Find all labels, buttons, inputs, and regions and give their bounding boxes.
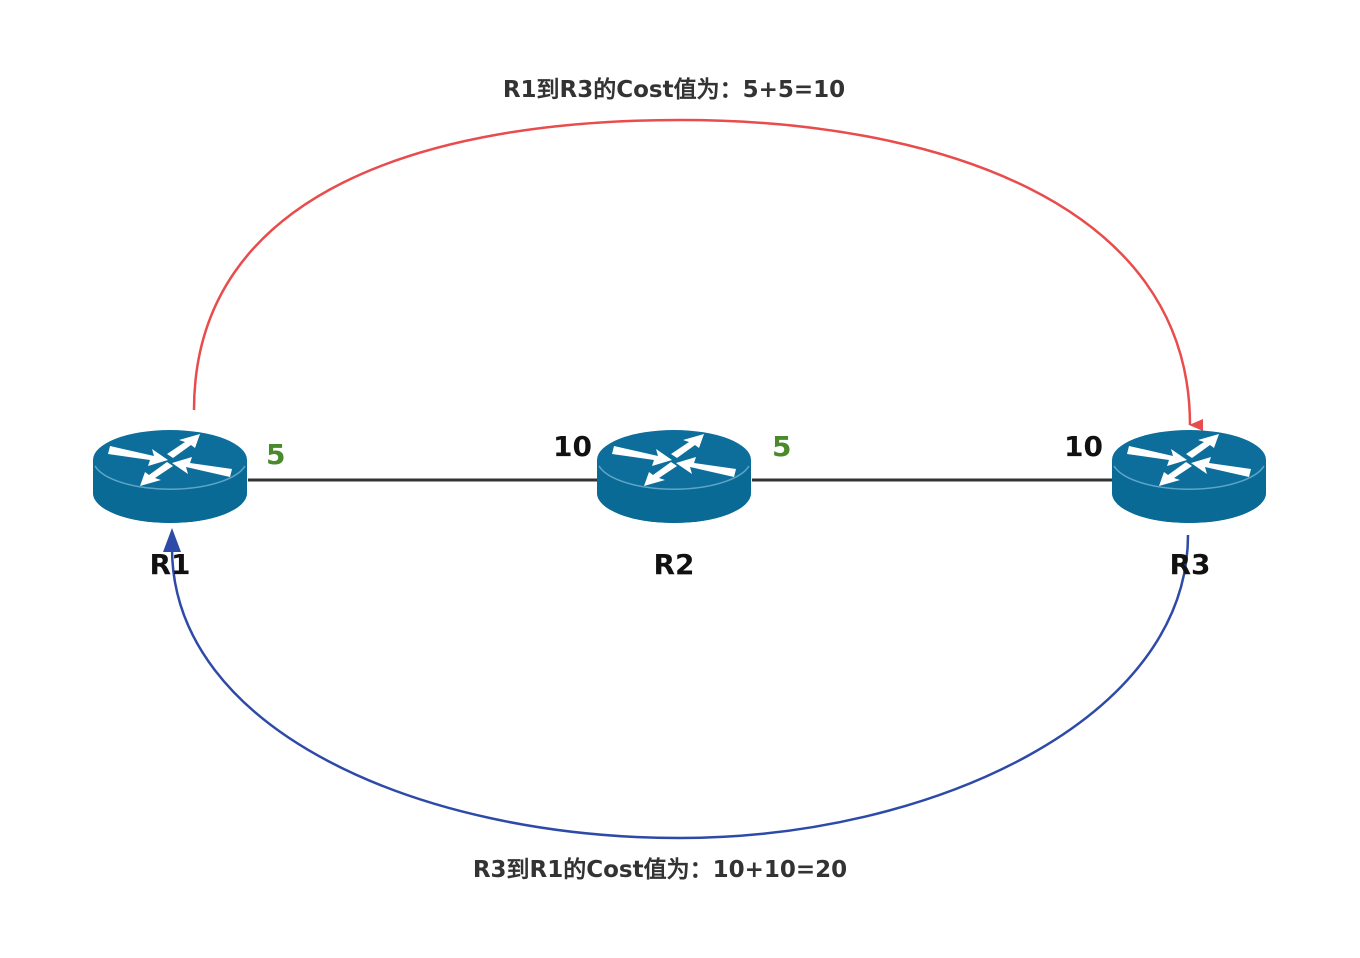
cost-r1-to-r2: 5 [266,438,286,471]
top-annotation: R1到R3的Cost值为：5+5=10 [502,77,846,103]
cost-r3-to-r2: 10 [1064,430,1103,463]
router-label-r2: R2 [653,548,695,581]
router-r2[interactable] [596,429,752,524]
router-label-r3: R3 [1169,548,1211,581]
path-r3-to-r1 [170,534,1190,840]
arrowhead-r1 [163,528,181,552]
router-label-r1: R1 [149,548,191,581]
cost-r2-to-r1: 10 [553,430,592,463]
cost-r2-to-r3: 5 [772,430,792,463]
path-r1-to-r3 [192,118,1204,431]
router-r1[interactable] [92,429,248,524]
bottom-annotation: R3到R1的Cost值为：10+10=20 [472,857,848,883]
router-r3[interactable] [1111,429,1267,524]
